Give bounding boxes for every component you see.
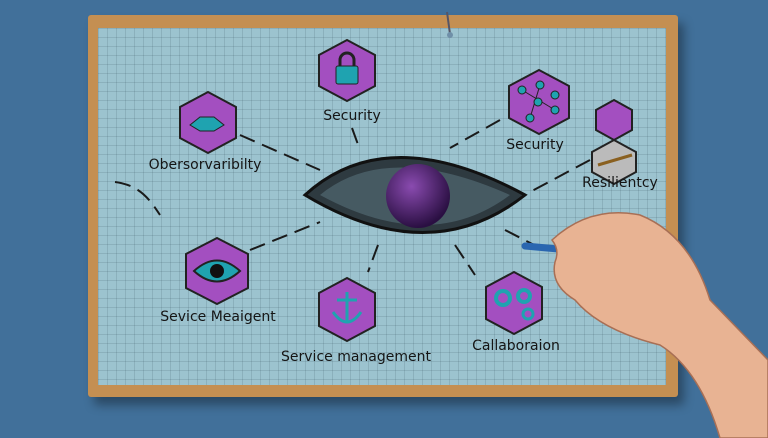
- handshake-icon: [179, 90, 237, 155]
- quill-icon: [591, 138, 637, 186]
- eye-icon: [185, 236, 249, 306]
- lock-icon: [318, 38, 376, 103]
- center-sphere: [386, 164, 450, 228]
- central-eye-icon: [302, 156, 528, 234]
- hand-holding-pen: [521, 212, 768, 438]
- label-security-top: Security: [323, 108, 381, 124]
- label-security-right: Security: [506, 137, 564, 153]
- pushpin-icon: [446, 11, 453, 38]
- label-resiliency: Resilientcy: [582, 175, 658, 191]
- lightbulb-icon: [595, 98, 633, 142]
- label-collaboration: Callaboraion: [472, 338, 560, 354]
- gears-icon: [485, 270, 543, 336]
- label-service-left: Sevice Meaigent: [160, 309, 276, 325]
- label-service-bottom: Service management: [281, 349, 431, 365]
- network-icon: [508, 68, 570, 136]
- label-observability: Obersorvaribilty: [148, 157, 262, 173]
- anchor-icon: [318, 276, 376, 343]
